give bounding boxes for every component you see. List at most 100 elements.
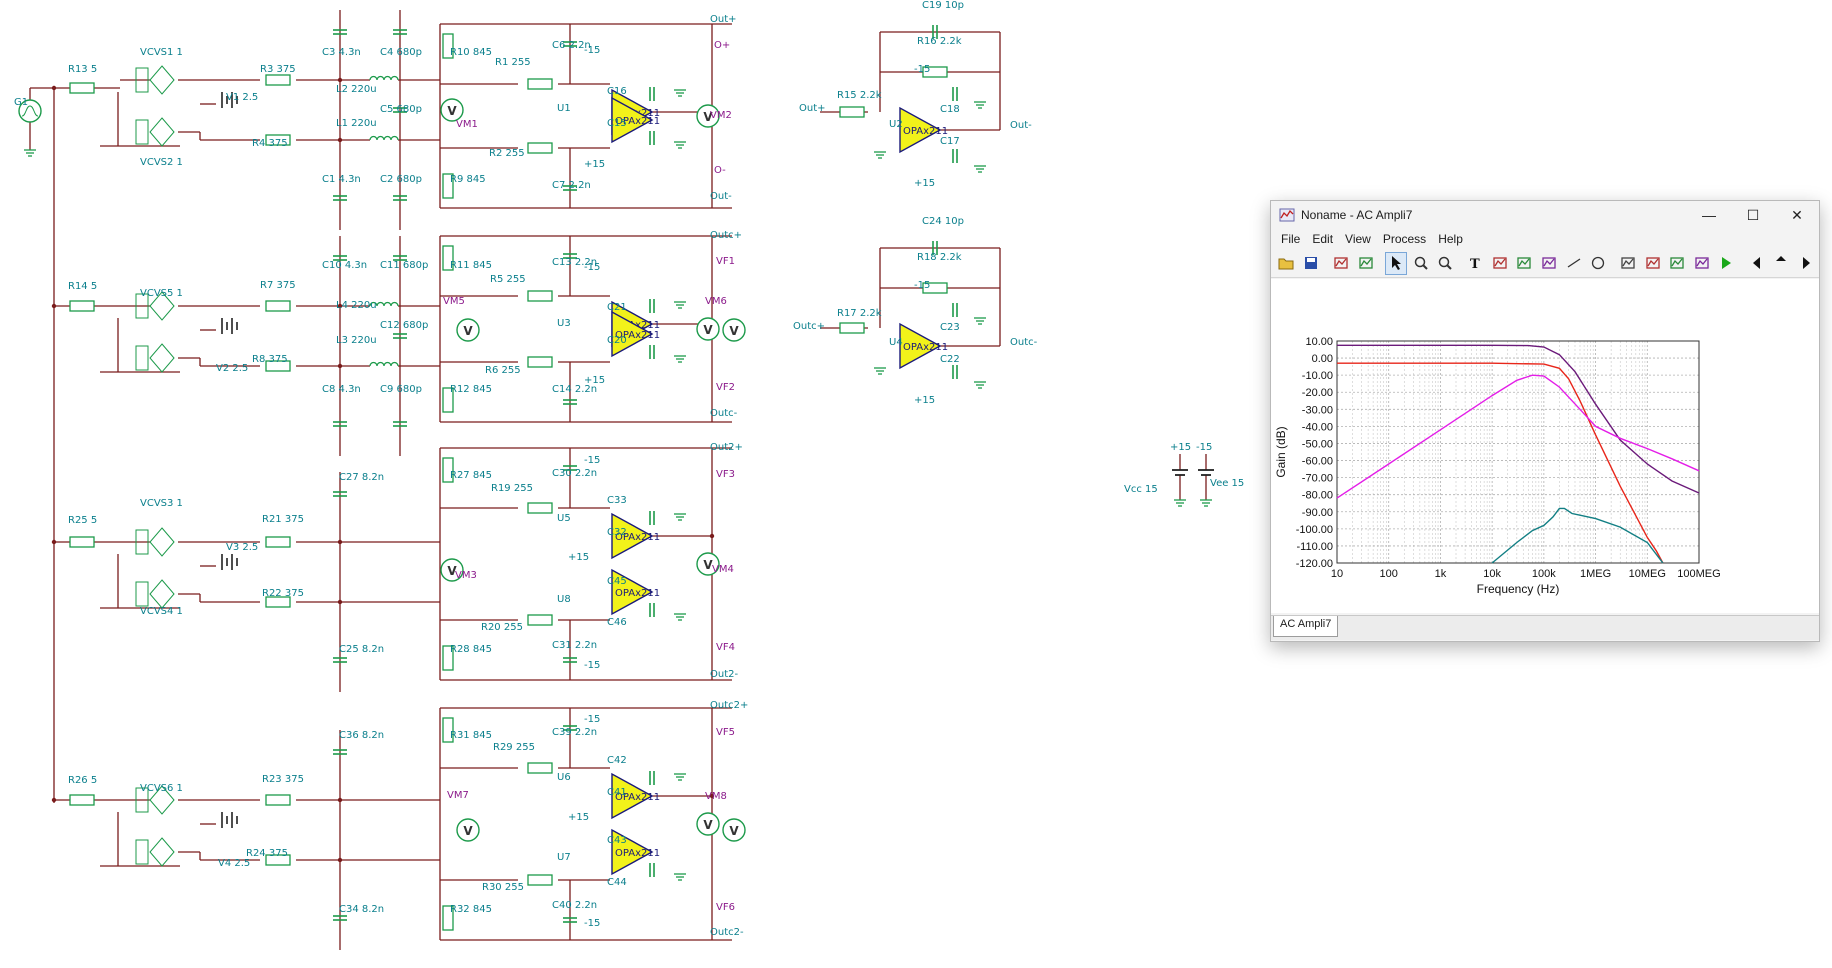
component-label: C24 10p <box>922 216 964 227</box>
y-tick-label: -90.00 <box>1302 507 1333 519</box>
pan-right-icon <box>1802 257 1810 269</box>
close-button[interactable]: ✕ <box>1791 206 1803 223</box>
y-tick-label: 0.00 <box>1312 353 1333 365</box>
component-label: C22 <box>940 354 960 365</box>
line-button[interactable] <box>1562 252 1585 275</box>
marker-button[interactable] <box>1538 252 1561 275</box>
component-label: C31 2.2n <box>552 640 597 651</box>
y-tick-label: -110.00 <box>1297 541 1334 553</box>
pointer-button[interactable] <box>1384 251 1408 275</box>
component-label: U5 <box>557 513 571 524</box>
svg-text:V: V <box>463 324 473 338</box>
minimize-button[interactable]: — <box>1702 207 1716 223</box>
component-label: G1 <box>14 97 28 108</box>
copy-icon <box>1334 257 1348 269</box>
component-label: U1 <box>557 103 571 114</box>
component-label: R2 255 <box>489 148 525 159</box>
x-tick-label: 100 <box>1380 568 1398 580</box>
component-label: +15 <box>914 178 935 189</box>
maximize-button[interactable]: ☐ <box>1746 206 1760 223</box>
pan-left-button[interactable] <box>1746 252 1769 275</box>
svg-text:OPAx211: OPAx211 <box>615 588 660 599</box>
zoom-out-icon <box>1438 256 1452 270</box>
probe-button[interactable] <box>1691 252 1714 275</box>
component-label: VM3 <box>455 570 477 581</box>
component-label: C36 8.2n <box>339 730 384 741</box>
waveform-button[interactable] <box>1666 252 1689 275</box>
component-label: C7 2.2n <box>552 180 591 191</box>
pan-right-button[interactable] <box>1795 252 1818 275</box>
crosshair-b-button[interactable] <box>1642 252 1665 275</box>
component-label: C34 8.2n <box>339 904 384 915</box>
cursor-b-button[interactable] <box>1513 252 1536 275</box>
component-label: R8 375 <box>252 354 288 365</box>
component-label: U3 <box>557 318 571 329</box>
crosshair-button[interactable] <box>1617 252 1640 275</box>
component-label: R5 255 <box>490 274 526 285</box>
component-label: Out2+ <box>710 442 743 453</box>
paste-button[interactable] <box>1354 252 1377 275</box>
zoom-out-button[interactable] <box>1434 252 1457 275</box>
save-icon <box>1304 257 1317 269</box>
component-label: C2 680p <box>380 174 422 185</box>
menu-process[interactable]: Process <box>1382 232 1427 246</box>
save-button[interactable] <box>1300 252 1323 275</box>
component-label: C32 <box>607 527 627 538</box>
component-label: Out- <box>710 191 732 202</box>
component-label: VM4 <box>712 564 734 575</box>
menu-bar: File Edit View Process Help <box>1271 229 1819 249</box>
window-titlebar[interactable]: Noname - AC Ampli7 — ☐ ✕ <box>1271 201 1819 229</box>
circle-button[interactable] <box>1587 252 1610 275</box>
component-label: -15 <box>584 660 600 671</box>
pointer-icon <box>1392 256 1402 270</box>
component-label: Vee 15 <box>1210 478 1244 489</box>
component-label: C44 <box>607 877 627 888</box>
component-label: C13 2.2n <box>552 257 597 268</box>
svg-text:OPAx211: OPAx211 <box>903 342 948 353</box>
component-label: VM1 <box>456 119 478 130</box>
component-label: VCVS6 1 <box>140 783 183 794</box>
svg-text:V: V <box>729 324 739 338</box>
text-button[interactable]: T <box>1464 252 1487 275</box>
menu-edit[interactable]: Edit <box>1312 232 1334 246</box>
cursor-a-button[interactable] <box>1489 252 1512 275</box>
run-button[interactable] <box>1715 252 1738 275</box>
component-label: C40 2.2n <box>552 900 597 911</box>
copy-button[interactable] <box>1330 252 1353 275</box>
component-label: C41 <box>607 787 627 798</box>
menu-file[interactable]: File <box>1281 232 1301 246</box>
component-label: Out2- <box>710 669 738 680</box>
component-label: C33 <box>607 495 627 506</box>
component-label: +15 <box>914 395 935 406</box>
component-label: Outc+ <box>710 230 742 241</box>
pan-vertical-button[interactable] <box>1770 252 1793 275</box>
menu-view[interactable]: View <box>1345 232 1371 246</box>
crosshair-icon <box>1621 257 1636 269</box>
component-label: R7 375 <box>260 280 296 291</box>
component-label: R16 2.2k <box>917 36 962 47</box>
component-label: +15 <box>584 375 605 386</box>
zoom-in-button[interactable] <box>1409 252 1432 275</box>
svg-text:V: V <box>703 558 713 572</box>
open-button[interactable] <box>1275 252 1298 275</box>
x-tick-label: 100MEG <box>1677 568 1720 580</box>
analysis-window[interactable]: Noname - AC Ampli7 — ☐ ✕ File Edit View … <box>1270 200 1820 642</box>
component-label: R30 255 <box>482 882 524 893</box>
component-label: VM7 <box>447 790 469 801</box>
component-label: VCVS1 1 <box>140 47 183 58</box>
component-label: Out- <box>1010 120 1032 131</box>
component-label: R6 255 <box>485 365 521 376</box>
plot-grid <box>1336 340 1700 564</box>
gain-curve-1 <box>1337 344 1700 494</box>
component-label: C25 8.2n <box>339 644 384 655</box>
menu-help[interactable]: Help <box>1438 232 1463 246</box>
component-label: C5 680p <box>380 104 422 115</box>
component-label: Vcc 15 <box>1124 484 1158 495</box>
component-label: C21 <box>607 302 627 313</box>
component-label: U6 <box>557 772 571 783</box>
x-tick-label: 10 <box>1331 568 1343 580</box>
tab-ac-ampli7[interactable]: AC Ampli7 <box>1273 616 1339 637</box>
x-tick-label: 1MEG <box>1580 568 1611 580</box>
